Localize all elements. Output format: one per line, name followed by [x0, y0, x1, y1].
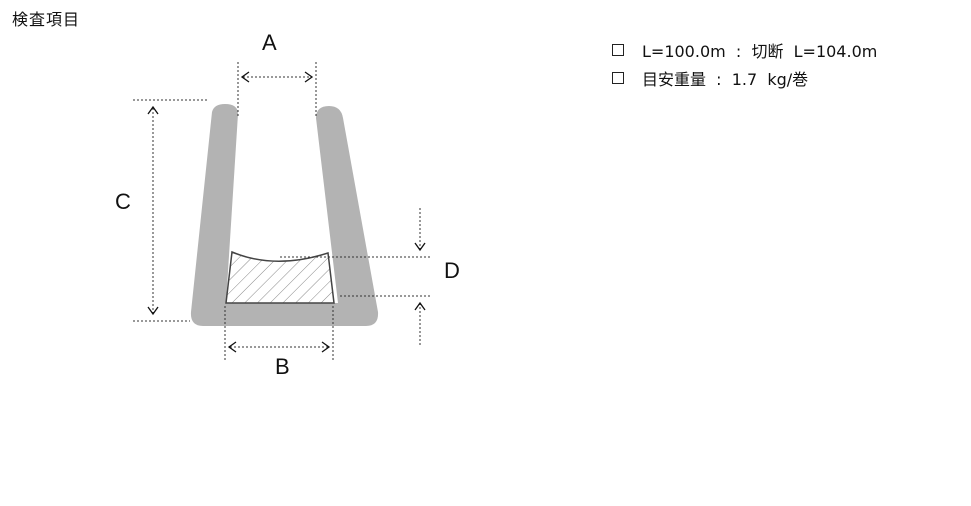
page-title: 検査項目: [12, 10, 81, 29]
checklist-item-label: L=100.0m : 切断 L=104.0m: [642, 42, 878, 61]
label-d: D: [444, 258, 460, 283]
label-a: A: [262, 30, 277, 55]
dimension-c: C: [115, 99, 208, 322]
inspection-checklist: L=100.0m : 切断 L=104.0m 目安重量 : 1.7 kg/巻: [612, 36, 877, 92]
checklist-item-weight: 目安重量 : 1.7 kg/巻: [612, 64, 877, 92]
dimension-b: B: [224, 306, 334, 379]
checkbox-weight[interactable]: [612, 72, 624, 84]
label-c: C: [115, 189, 131, 214]
checklist-item-length: L=100.0m : 切断 L=104.0m: [612, 36, 877, 64]
checklist-item-label: 目安重量 : 1.7 kg/巻: [642, 70, 809, 89]
checkbox-length[interactable]: [612, 44, 624, 56]
dimension-d: D: [280, 208, 460, 346]
hatched-insert: [225, 250, 335, 304]
label-b: B: [275, 354, 290, 379]
dimension-a: A: [237, 30, 317, 118]
u-channel-profile: [190, 104, 379, 326]
